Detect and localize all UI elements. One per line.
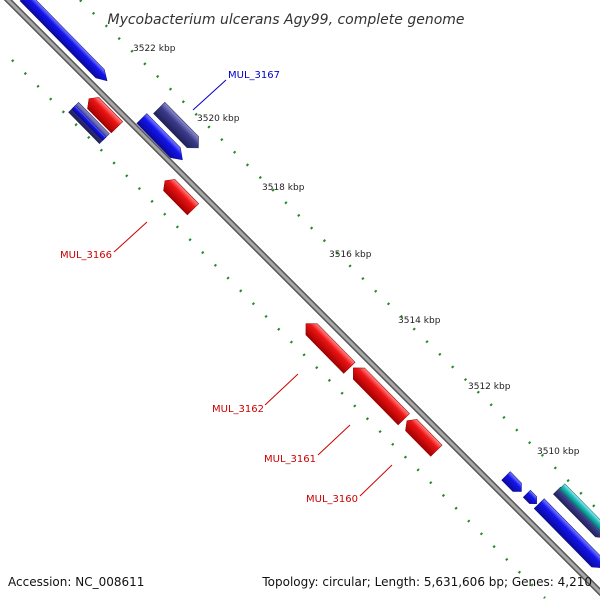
tick-label: 3522 kbp bbox=[133, 44, 176, 54]
accession-text: Accession: NC_008611 bbox=[8, 575, 144, 589]
gene-label-mul-3167: MUL_3167 bbox=[228, 70, 280, 81]
gene-arrow-mul-3167 bbox=[153, 101, 199, 149]
map-title: Mycobacterium ulcerans Agy99, complete g… bbox=[107, 12, 464, 28]
gene-label-mul-3166: MUL_3166 bbox=[60, 250, 112, 261]
tick-label: 3514 kbp bbox=[398, 316, 441, 326]
tick-label: 3520 kbp bbox=[197, 114, 240, 124]
tick-tracks bbox=[11, 0, 600, 599]
label-leaders bbox=[113, 79, 393, 497]
gene-arrow bbox=[71, 105, 107, 141]
gene-arrow-mul-3160 bbox=[405, 419, 443, 457]
gene-arrow bbox=[136, 113, 183, 161]
gene-arrow-mul-3162 bbox=[305, 323, 356, 374]
reverse-strand-genes bbox=[68, 97, 443, 457]
gene-arrow bbox=[533, 498, 600, 569]
gene-arrow bbox=[87, 97, 124, 134]
gene-arrow bbox=[522, 489, 537, 504]
tick-label: 3516 kbp bbox=[329, 250, 372, 260]
topology-text: Topology: circular; Length: 5,631,606 bp… bbox=[261, 575, 592, 589]
gene-arrow-mul-3166 bbox=[163, 179, 200, 216]
gene-arrow bbox=[19, 0, 108, 82]
gene-label-mul-3160: MUL_3160 bbox=[306, 494, 358, 505]
gene-arrow-mul-3161 bbox=[353, 367, 410, 426]
tick-labels: 3522 kbp 3520 kbp 3518 kbp 3516 kbp 3514… bbox=[133, 44, 580, 457]
gene-arrow bbox=[501, 471, 522, 492]
gene-labels: MUL_3167 MUL_3166 MUL_3162 MUL_3161 MUL_… bbox=[60, 70, 358, 505]
forward-strand-genes bbox=[19, 0, 600, 569]
tick-label: 3510 kbp bbox=[537, 447, 580, 457]
tick-label: 3512 kbp bbox=[468, 382, 511, 392]
inner-tick-track bbox=[11, 59, 546, 599]
gene-label-mul-3162: MUL_3162 bbox=[212, 404, 264, 415]
gene-label-mul-3161: MUL_3161 bbox=[264, 454, 316, 465]
tick-label: 3518 kbp bbox=[262, 183, 305, 193]
